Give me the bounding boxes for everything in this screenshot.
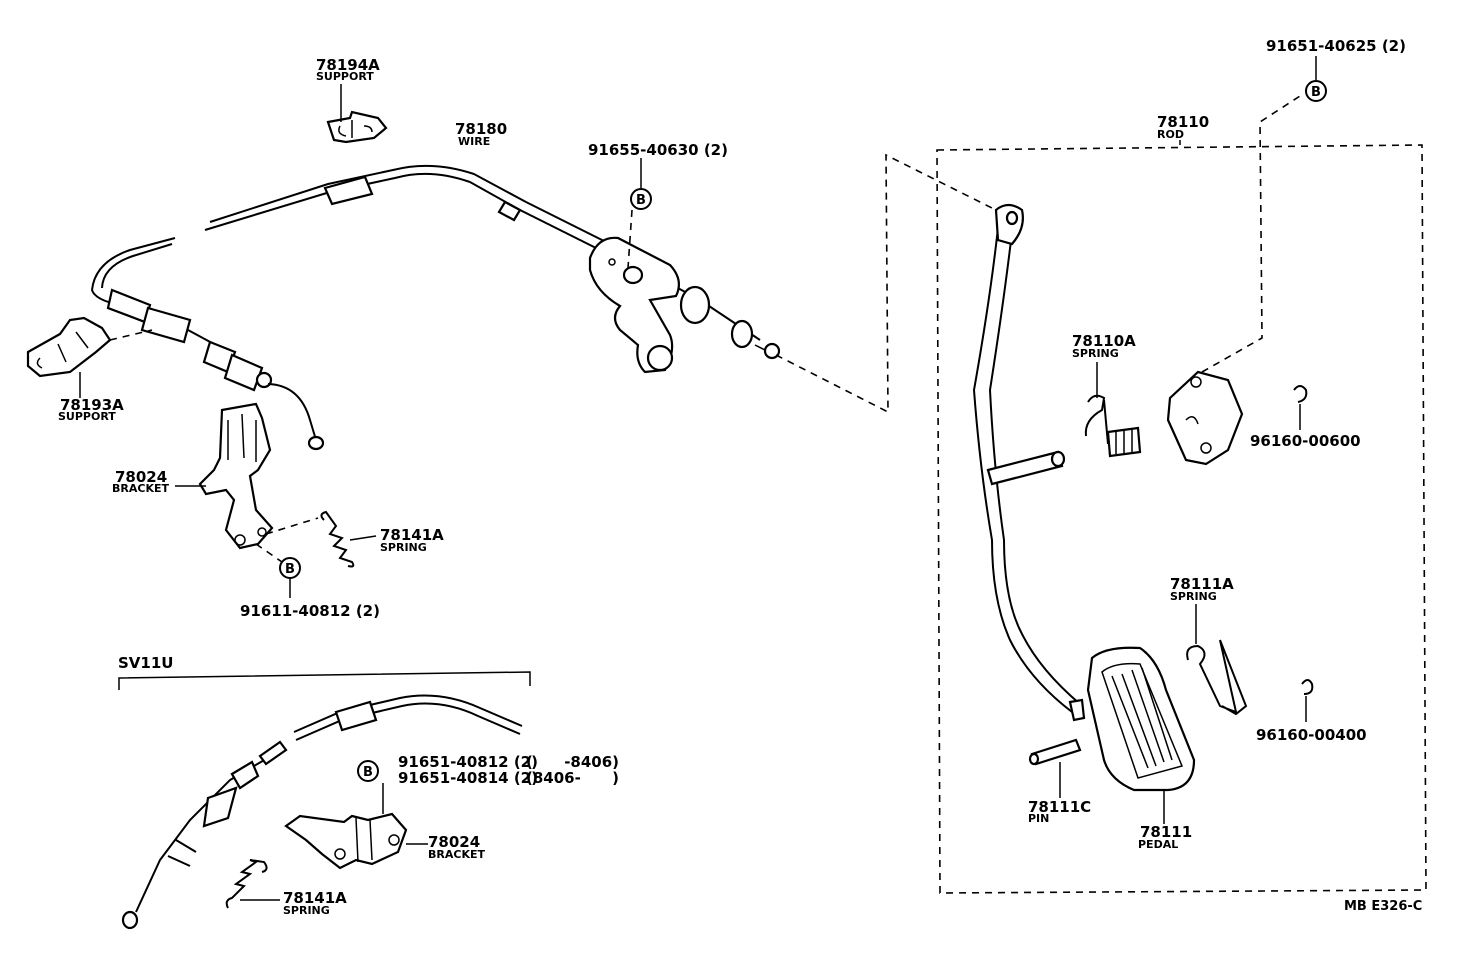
part-name-78194a: SUPPORT (316, 70, 374, 83)
part-number-91611: 91611-40812 (2) (240, 602, 380, 620)
support-78194a-part (326, 84, 388, 144)
part-number-78024: 78024 (115, 468, 167, 486)
part-number-78111a: 78111A (1170, 575, 1234, 593)
diagram-id: MB E326-C (1344, 899, 1422, 914)
range-91651-40814: (8406- ) (526, 769, 619, 787)
bracket-78024-part (175, 402, 274, 550)
pedal-support-plate (1166, 95, 1301, 466)
wire-mount-bracket (588, 236, 681, 374)
part-number-78111c: 78111C (1028, 798, 1091, 816)
labels: 78194A SUPPORT 78180 WIRE 91655-40630 (2… (58, 37, 1422, 917)
sv11u-frame (118, 671, 531, 690)
part-name-78111c: PIN (1028, 812, 1049, 825)
clip-96160-00600-part (1293, 385, 1308, 430)
rod-78110-part (972, 203, 1086, 722)
part-name-78141a: SPRING (380, 541, 427, 554)
sv11u-part-number-78141a: 78141A (283, 889, 347, 907)
bolt-marker-glyph: B (1311, 85, 1321, 100)
part-number-78141a: 78141A (380, 526, 444, 544)
part-name-78111a: SPRING (1170, 590, 1217, 603)
wire-to-rod-link (775, 153, 1001, 414)
spring-78141a-part (265, 510, 377, 568)
part-number-78180: 78180 (455, 120, 507, 138)
sv11u-part-number-78024: 78024 (428, 833, 480, 851)
pedal-78111-part (1086, 646, 1196, 824)
sv11u-part-name-78141a: SPRING (283, 904, 330, 917)
part-number-91655: 91655-40630 (2) (588, 141, 728, 159)
part-name-78024: BRACKET (112, 482, 169, 495)
part-number-91651-40812: 91651-40812 (2) (398, 753, 538, 771)
part-number-78110: 78110 (1157, 113, 1209, 131)
part-name-78180: WIRE (458, 135, 490, 148)
part-number-91651-top: 91651-40625 (2) (1266, 37, 1406, 55)
part-name-78111: PEDAL (1138, 838, 1178, 851)
spring-78110a-part (1084, 362, 1142, 458)
sv11u-bolt-marker: B (357, 760, 379, 782)
rod-assembly-frame (936, 140, 1427, 894)
part-number-91651-40814: 91651-40814 (2) (398, 769, 538, 787)
part-name-78110: ROD (1157, 128, 1184, 141)
accelerator-wire (90, 164, 781, 451)
part-name-78193a: SUPPORT (58, 410, 116, 423)
support-78193a-part (26, 316, 153, 398)
part-number-78193a: 78193A (60, 396, 124, 414)
spring-78111a-part (1186, 604, 1248, 716)
part-number-78194a: 78194A (316, 56, 380, 74)
part-number-96160-00600: 96160-00600 (1250, 432, 1361, 450)
sv11u-wire (121, 694, 523, 930)
range-91651-40812: ( -8406) (526, 753, 619, 771)
bolt-91611-marker: B (255, 543, 301, 598)
part-number-78111: 78111 (1140, 823, 1192, 841)
sv11u-part-name-78024: BRACKET (428, 848, 485, 861)
part-name-78110a: SPRING (1072, 347, 1119, 360)
clip-96160-00400-part (1301, 679, 1314, 722)
part-number-78110a: 78110A (1072, 332, 1136, 350)
sv11u-label: SV11U (118, 654, 173, 672)
sv11u-bracket (284, 783, 428, 870)
bolt-91651-top-marker: B (1305, 56, 1327, 102)
bolt-91655-marker: B (627, 158, 652, 269)
pin-78111c-part (1028, 738, 1082, 798)
bolt-marker-glyph: B (636, 193, 646, 208)
part-number-96160-00400: 96160-00400 (1256, 726, 1367, 744)
sv11u-spring (225, 859, 280, 909)
bolt-marker-glyph: B (285, 562, 295, 577)
bolt-marker-glyph: B (363, 765, 373, 780)
